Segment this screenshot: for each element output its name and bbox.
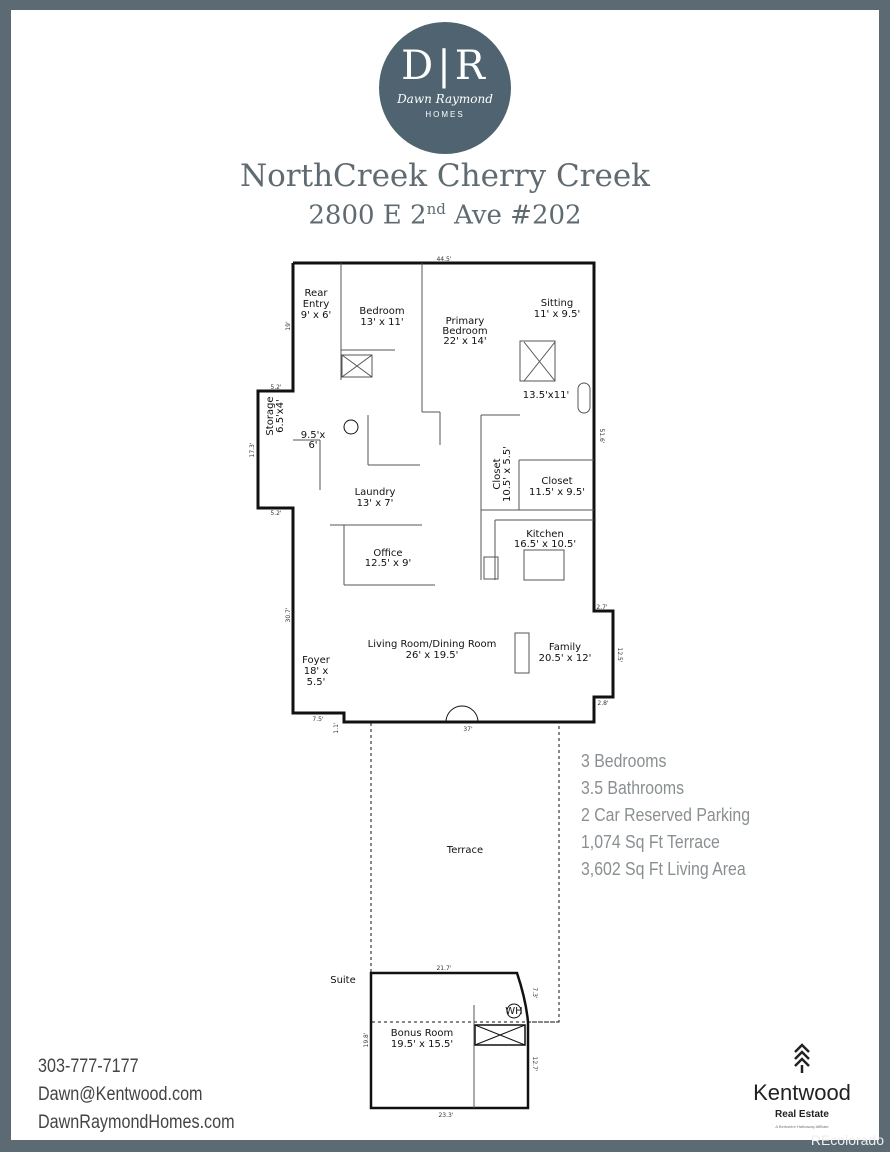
dim-top: 44.5' [436,256,451,263]
interior-walls [293,263,594,674]
address-prefix: 2800 E 2 [308,200,427,231]
contact-info: 303-777-7177 Dawn@Kentwood.com DawnRaymo… [38,1053,235,1137]
dim-bottom: 37' [463,726,473,733]
property-stats: 3 Bedrooms 3.5 Bathrooms 2 Car Reserved … [581,748,750,883]
storage-label: Storage6.5'x4' [265,396,286,435]
stat-bathrooms: 3.5 Bathrooms [581,778,685,798]
stat-parking: 2 Car Reserved Parking [581,805,751,825]
dim-right: 51.6' [598,428,605,443]
wh-label: WH [505,1006,522,1017]
dim-bottom-left: 7.5' [312,716,324,723]
dim-left1: 19' [285,321,292,331]
address-sup: nd [426,200,446,218]
logo-monogram: D|R [401,43,489,89]
dim-suite-left: 19.8' [363,1032,370,1047]
brand-tagline: A Berkshire Hathaway Affiliate [775,1124,829,1129]
primary-bath-label: 13.5'x11' [523,390,569,401]
closet1-label: Closet10.5' x 5.5' [492,446,513,502]
brand-sub: Real Estate [775,1109,829,1120]
address-suffix: Ave #202 [445,200,582,231]
logo-script: Dawn Raymond [397,92,493,106]
terrace-outline [370,721,560,1023]
kentwood-logo: Kentwood Real Estate A Berkshire Hathawa… [742,1043,862,1129]
dim-suite-right-top: 7.3' [531,987,538,999]
dim-storage-side: 17.3' [249,442,256,457]
property-address: 2800 E 2nd Ave #202 [0,200,890,231]
dim-bottom-left-v: 1.1' [333,722,340,734]
dim-suite-bottom: 23.3' [438,1112,453,1119]
dim-right-step: 2.7' [596,604,608,611]
property-title: NorthCreek Cherry Creek [240,158,650,194]
brand-name: Kentwood [753,1080,851,1105]
patio-doors [445,705,479,723]
exterior-wall [256,261,615,724]
dim-storage-bottom: 5.2' [270,510,282,517]
stat-terrace: 1,074 Sq Ft Terrace [581,832,720,852]
logo-sub: HOMES [425,110,465,119]
suite-label: Suite [330,975,356,986]
dawn-raymond-logo: D|R Dawn Raymond HOMES [379,22,511,154]
dim-suite-right: 12.7' [531,1056,538,1071]
dim-suite-top: 21.7' [436,965,451,972]
dim-bottom-step: 2.8' [597,700,609,707]
suite-wall [369,971,530,1110]
dim-family-side: 12.5' [616,647,623,662]
contact-website: DawnRaymondHomes.com [38,1112,235,1133]
flyer-sheet [11,10,879,1140]
contact-email: Dawn@Kentwood.com [38,1084,203,1105]
recolorado-watermark: REcolorado [810,1132,884,1148]
tree-icon [794,1043,810,1073]
terrace-label: Terrace [446,845,483,856]
stat-living-area: 3,602 Sq Ft Living Area [581,859,746,879]
contact-phone: 303-777-7177 [38,1056,139,1077]
dim-left2: 30.7' [285,607,292,622]
stat-bedrooms: 3 Bedrooms [581,751,667,771]
dim-storage-top: 5.2' [270,384,282,391]
